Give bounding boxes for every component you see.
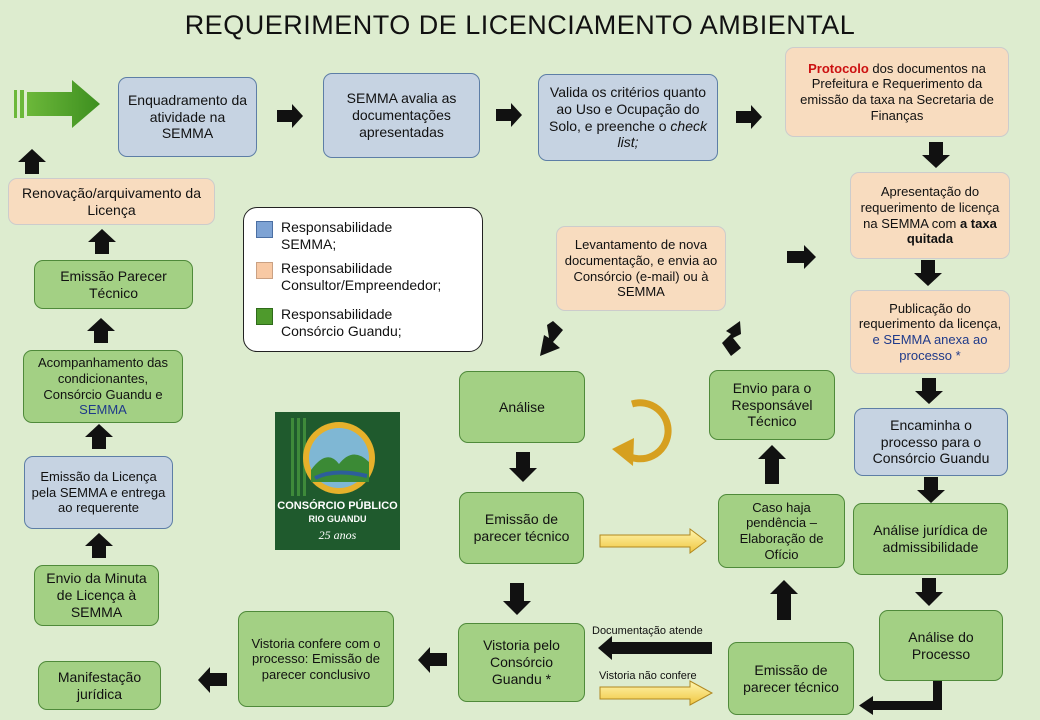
arrow-down-icon xyxy=(509,452,537,482)
legend: Responsabilidade SEMMA; Responsabilidade… xyxy=(243,207,483,352)
box-emissao-licenca: Emissão da Licença pela SEMMA e entrega … xyxy=(24,456,173,529)
box-text: Emissão da Licença pela SEMMA e entrega … xyxy=(31,469,166,516)
box-renovacao: Renovação/arquivamento da Licença xyxy=(8,178,215,225)
logo-text-line3: 25 anos xyxy=(318,528,357,542)
legend-swatch-blue xyxy=(256,221,273,238)
box-analise-processo: Análise do Processo xyxy=(879,610,1003,681)
box-text: Emissão de parecer técnico xyxy=(743,661,839,695)
legend-item-consorcio: Responsabilidade Consórcio Guandu; xyxy=(256,306,431,340)
box-text: Envio para o Responsável Técnico xyxy=(731,379,813,430)
legend-item-semma: Responsabilidade SEMMA; xyxy=(256,219,421,253)
box-protocolo: Protocolo dos documentos na Prefeitura e… xyxy=(785,47,1009,137)
page-title: REQUERIMENTO DE LICENCIAMENTO AMBIENTAL xyxy=(184,10,856,40)
box-text: Renovação/arquivamento da Licença xyxy=(21,184,201,218)
box-emissao-parecer-bottom: Emissão de parecer técnico xyxy=(728,642,854,715)
box-text: Acompanhamento das condicionantes, Consó… xyxy=(37,355,169,418)
box-text: Apresentação do requerimento de licença … xyxy=(860,184,1000,247)
logo-text-line2: RIO GUANDU xyxy=(308,514,367,524)
logo-emblem-icon xyxy=(275,412,400,550)
box-vistoria-consorcio: Vistoria pelo Consórcio Guandu * xyxy=(458,623,585,702)
arrow-left-icon xyxy=(418,647,447,673)
box-acompanhamento: Acompanhamento das condicionantes, Consó… xyxy=(23,350,183,423)
box-envio-responsavel: Envio para o Responsável Técnico xyxy=(709,370,835,440)
legend-swatch-peach xyxy=(256,262,273,279)
box-encaminha: Encaminha o processo para o Consórcio Gu… xyxy=(854,408,1008,476)
legend-item-consultor: Responsabilidade Consultor/Empreendedor; xyxy=(256,260,471,294)
box-analise: Análise xyxy=(459,371,585,443)
label-documentacao-atende: Documentação atende xyxy=(592,625,703,637)
box-enquadramento: Enquadramento da atividade na SEMMA xyxy=(118,77,257,157)
arrow-up-icon xyxy=(85,424,113,449)
box-text: Levantamento de nova documentação, e env… xyxy=(564,237,718,300)
arrow-right-icon xyxy=(787,245,816,269)
box-envio-minuta: Envio da Minuta de Licença à SEMMA xyxy=(34,565,159,626)
arrow-down-icon xyxy=(922,142,950,168)
box-semma-avalia: SEMMA avalia as documentações apresentad… xyxy=(323,73,480,158)
box-vistoria-confere: Vistoria confere com o processo: Emissão… xyxy=(238,611,394,707)
arrow-up-icon xyxy=(770,580,798,620)
box-text: SEMMA avalia as documentações apresentad… xyxy=(346,90,457,140)
legend-text: Responsabilidade SEMMA; xyxy=(281,219,393,252)
box-apresentacao: Apresentação do requerimento de licença … xyxy=(850,172,1010,259)
arrow-up-icon xyxy=(758,445,786,484)
box-manifestacao: Manifestação jurídica xyxy=(38,661,161,710)
arrow-down-icon xyxy=(915,578,943,606)
arrow-right-icon xyxy=(736,105,762,129)
box-emissao-parecer-mid: Emissão de parecer técnico xyxy=(459,492,584,564)
box-text: Vistoria confere com o processo: Emissão… xyxy=(251,635,381,682)
box-text: Valida os critérios quanto ao Uso e Ocup… xyxy=(549,83,707,151)
yellow-arrow-right-icon xyxy=(599,680,714,706)
box-caso-haja: Caso haja pendência – Elaboração de Ofíc… xyxy=(718,494,845,568)
box-text: Publicação do requerimento da licença, e… xyxy=(858,300,1002,363)
box-text: Encaminha o processo para o Consórcio Gu… xyxy=(872,416,990,467)
arrow-diagonal-icon xyxy=(540,321,563,356)
cycle-arrow-icon xyxy=(612,399,672,466)
box-levantamento: Levantamento de nova documentação, e env… xyxy=(556,226,726,311)
arrow-up-icon xyxy=(85,533,113,558)
box-text: Análise do Processo xyxy=(908,628,974,662)
box-text: Emissão de parecer técnico xyxy=(473,511,570,544)
arrow-right-icon xyxy=(277,104,303,128)
arrow-right-icon xyxy=(496,103,522,127)
arrow-diagonal-icon xyxy=(722,321,741,356)
box-text: Caso haja pendência – Elaboração de Ofíc… xyxy=(739,499,824,562)
arrow-up-icon xyxy=(88,229,116,254)
legend-swatch-green xyxy=(256,308,273,325)
arrow-up-icon xyxy=(18,149,46,174)
consorcio-logo: CONSÓRCIO PÚBLICO RIO GUANDU 25 anos xyxy=(275,412,400,550)
arrow-up-icon xyxy=(87,318,115,343)
box-valida: Valida os critérios quanto ao Uso e Ocup… xyxy=(538,74,718,161)
legend-text: Responsabilidade Consultor/Empreendedor; xyxy=(281,260,442,293)
box-text: Análise jurídica de admissibilidade xyxy=(873,522,988,555)
logo-text-line1: CONSÓRCIO PÚBLICO xyxy=(277,500,398,512)
box-publicacao: Publicação do requerimento da licença, e… xyxy=(850,290,1010,374)
arrow-down-icon xyxy=(503,583,531,615)
box-text: Vistoria pelo Consórcio Guandu * xyxy=(483,637,560,687)
start-arrow-icon xyxy=(14,80,100,128)
arrow-down-icon xyxy=(917,477,945,503)
arrow-left-icon xyxy=(198,667,227,693)
legend-text: Responsabilidade Consórcio Guandu; xyxy=(281,306,402,339)
box-emissao-parecer-left: Emissão Parecer Técnico xyxy=(34,260,193,309)
label-vistoria-nao-confere: Vistoria não confere xyxy=(599,670,697,682)
box-text: Envio da Minuta de Licença à SEMMA xyxy=(46,570,147,620)
arrow-down-icon xyxy=(914,260,942,286)
box-text: Protocolo dos documentos na Prefeitura e… xyxy=(800,60,994,123)
box-analise-juridica: Análise jurídica de admissibilidade xyxy=(853,503,1008,575)
box-text: Enquadramento da atividade na SEMMA xyxy=(127,91,248,142)
box-text: Análise xyxy=(499,398,545,415)
box-text: Emissão Parecer Técnico xyxy=(60,267,167,301)
yellow-arrow-right-icon xyxy=(599,528,707,554)
arrow-left-icon xyxy=(598,636,712,660)
box-text: Manifestação jurídica xyxy=(57,668,142,702)
elbow-connector xyxy=(859,680,942,715)
arrow-down-icon xyxy=(915,378,943,404)
